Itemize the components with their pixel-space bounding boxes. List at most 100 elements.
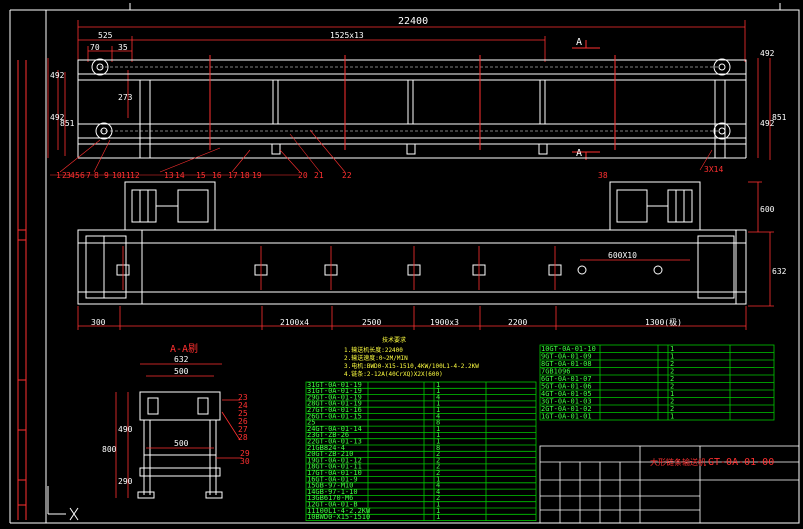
ucs-axis-icon <box>47 486 79 521</box>
bom-left-qty-cell: 1 <box>436 513 440 521</box>
plan-brackets <box>116 264 663 276</box>
bom-left-qty-cell: 1 <box>436 381 440 389</box>
bom-left-code-cell: 17GT-0A-01-10 <box>307 469 362 477</box>
bom-right-code-cell: 2GT-0A-01-02 <box>541 405 592 413</box>
bom-left-qty-cell: 8 <box>436 444 440 452</box>
svg-text:1: 1 <box>56 171 61 180</box>
title-block <box>539 445 800 524</box>
svg-text:3: 3 <box>66 171 71 180</box>
svg-text:8: 8 <box>94 171 99 180</box>
bom-right-qty-cell: 2 <box>670 383 674 391</box>
title-block-name: 大形链条输送机 <box>650 457 706 467</box>
small-offset-dimension: 35 <box>118 43 128 52</box>
svg-text:11: 11 <box>121 171 131 180</box>
section-marker-top: A <box>576 37 582 48</box>
drive-unit-left <box>124 181 216 231</box>
svg-text:15: 15 <box>196 171 206 180</box>
right-top-height: 492 <box>760 49 775 58</box>
bom-left-qty-cell: 2 <box>436 469 440 477</box>
bom-left-code-cell: 29GT-0A-01-19 <box>307 393 362 401</box>
svg-text:1.输送机长度:22400: 1.输送机长度:22400 <box>344 346 403 354</box>
svg-text:3.电机:BWD0-X15-1510,4KW/100L1-4: 3.电机:BWD0-X15-1510,4KW/100L1-4-2.2KW <box>344 362 479 370</box>
bom-right-qty-cell: 2 <box>670 360 674 368</box>
svg-text:5: 5 <box>75 171 80 180</box>
top-balloon-labels: 1 2 3 4 5 6 7 8 9 10 11 12 13 14 15 16 1… <box>56 171 352 180</box>
bom-left-code-cell: 26GT-0A-01-15 <box>307 412 362 420</box>
bom-left-qty-cell: 4 <box>436 488 440 496</box>
plan-total-width-dimension: 632 <box>772 267 787 276</box>
bom-left-qty-cell: 1 <box>436 438 440 446</box>
bom-right-code-cell: 9GT-0A-01-09 <box>541 353 592 361</box>
bom-left-code-cell: 28GT-0A-01-19 <box>307 400 362 408</box>
bom-left-code-cell: 23GT-ZB-26 <box>307 431 349 439</box>
bom-right-qty-cell: 1 <box>670 390 674 398</box>
plan-dim-600x10: 600X10 <box>608 251 637 260</box>
left-top-height: 492 <box>50 71 65 80</box>
sprocket-wheels <box>91 58 731 140</box>
svg-text:6: 6 <box>80 171 85 180</box>
bom-right-code-cell: 6GT-0A-01-07 <box>541 375 592 383</box>
bom-left-code-cell: 24GT-0A-01-14 <box>307 425 362 433</box>
conveyor-chain-path <box>100 66 720 132</box>
section-height-800: 800 <box>102 445 117 454</box>
bom-left-qty-cell: 2 <box>436 494 440 502</box>
bom-left-code-cell: 19GT-0A-01-12 <box>307 456 362 464</box>
bom-left-qty-cell: 1 <box>436 400 440 408</box>
svg-text:16: 16 <box>212 171 222 180</box>
bom-right-code-cell: 4GT-0A-01-05 <box>541 390 592 398</box>
svg-text:2: 2 <box>62 171 67 180</box>
section-marker-bottom: A <box>576 148 582 159</box>
section-width-632: 632 <box>174 355 189 364</box>
bom-right-qty-cell: 1 <box>670 413 674 421</box>
bom-right-code-cell: 10GT-0A-01-10 <box>541 345 596 353</box>
bom-left-qty-cell: 2 <box>436 456 440 464</box>
bom-right-qty-cell: 1 <box>670 353 674 361</box>
svg-text:18: 18 <box>240 171 250 180</box>
section-dimension-lines <box>115 363 242 498</box>
svg-text:2.输送速度:0~2M/MIN: 2.输送速度:0~2M/MIN <box>344 354 408 362</box>
svg-text:23: 23 <box>238 393 248 402</box>
bom-left-qty-cell: 1 <box>436 425 440 433</box>
svg-text:17: 17 <box>228 171 238 180</box>
svg-text:19: 19 <box>252 171 262 180</box>
bom-left-qty-cell: 2 <box>436 463 440 471</box>
bom-left-code-cell: 15GB-97-M10 <box>307 482 353 490</box>
bom-left-code-cell: 12GT-0A-01-B <box>307 501 358 509</box>
bom-left-code-cell: 18GT-0A-01-11 <box>307 463 362 471</box>
bom-right-code-cell: 8GT-0A-01-08 <box>541 360 592 368</box>
elevation-dimension-lines <box>47 20 771 160</box>
plan-dim-2500: 2500 <box>362 318 381 327</box>
plan-dim-1900: 1900x3 <box>430 318 459 327</box>
bom-left-qty-cell: 1 <box>436 387 440 395</box>
svg-text:技术要求: 技术要求 <box>382 336 406 344</box>
right-total-height: 851 <box>772 113 787 122</box>
bom-left-table <box>305 381 537 522</box>
svg-text:30: 30 <box>240 457 250 466</box>
bom-left-code-cell: 27GT-0A-01-16 <box>307 406 362 414</box>
bom-left-qty-cell: 2 <box>436 450 440 458</box>
bom-right-table <box>539 344 775 421</box>
section-view-title: A-A剔 <box>170 343 198 355</box>
svg-text:4: 4 <box>70 171 75 180</box>
bom-right-text: 10GT-0A-01-10 1 9GT-0A-01-09 1 8GT-0A-01-08 2… <box>541 345 674 421</box>
bom-left-qty-cell: 4 <box>436 393 440 401</box>
small-pitch-dimension: 70 <box>90 43 100 52</box>
svg-text:20: 20 <box>298 171 308 180</box>
frame-side-strip <box>17 60 27 520</box>
svg-text:9: 9 <box>104 171 109 180</box>
section-width-500-top: 500 <box>174 367 189 376</box>
plan-dim-1300: 1300(极) <box>645 317 682 327</box>
drawing-frame <box>9 3 800 524</box>
svg-text:28: 28 <box>238 433 248 442</box>
technical-notes: 技术要求 1.输送机长度:22400 2.输送速度:0~2M/MIN 3.电机:… <box>344 336 479 378</box>
svg-text:24: 24 <box>238 401 248 410</box>
svg-text:13: 13 <box>164 171 174 180</box>
bom-left-code-cell: 22GT-0A-01-13 <box>307 438 362 446</box>
section-view <box>137 391 223 499</box>
bom-right-code-cell: 1GT-0A-01-01 <box>541 413 592 421</box>
bom-left-code-cell: 31GT-0A-01-19 <box>307 387 362 395</box>
bom-left-qty-cell: 1 <box>436 475 440 483</box>
svg-text:25: 25 <box>238 409 248 418</box>
bom-left-code-cell: 14GB-97-1-10 <box>307 488 358 496</box>
